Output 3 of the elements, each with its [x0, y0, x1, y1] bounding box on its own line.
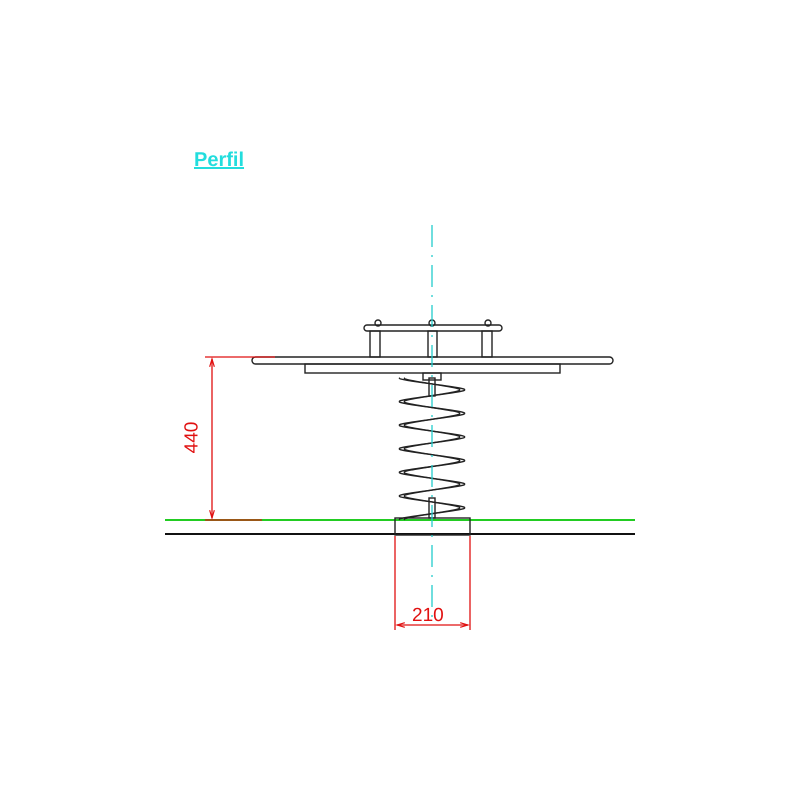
view-title: Perfil	[194, 150, 244, 170]
dimension-value: 210	[412, 606, 444, 625]
dimension-value: 440	[182, 422, 202, 454]
